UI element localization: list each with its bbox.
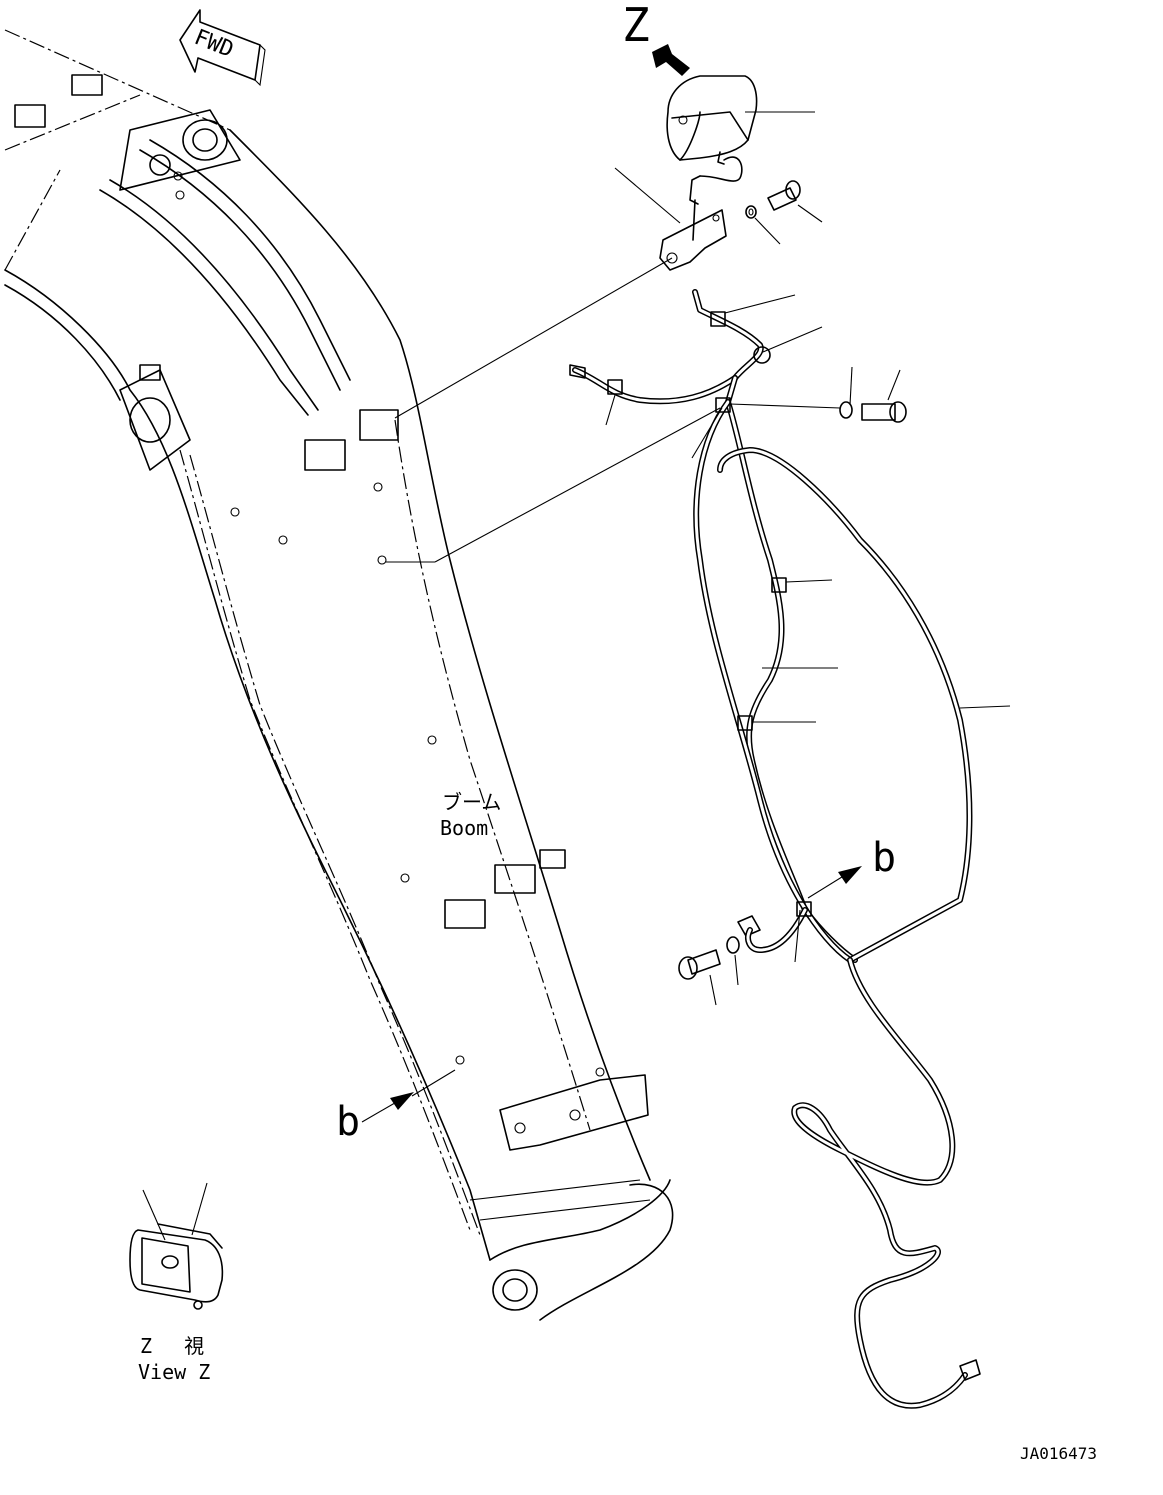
z-view-marker: Z — [622, 0, 650, 52]
boom-label-en: Boom — [440, 816, 489, 840]
view-z-arrow-icon — [652, 44, 690, 76]
boom-structure — [4, 29, 674, 1321]
section-b-marker-left: b — [336, 1099, 361, 1145]
fwd-arrow-icon — [179, 9, 266, 87]
lamp-bracket — [659, 175, 727, 271]
section-b-marker-right: b — [872, 835, 897, 881]
boom-label-jp: ブーム — [442, 790, 502, 814]
bolt-top — [745, 180, 801, 219]
wiring-harness — [569, 289, 981, 1409]
view-z-title-en: View Z — [138, 1360, 211, 1384]
view-z-title-jp: Z 視 — [140, 1334, 215, 1358]
view-z-lamp — [129, 1223, 224, 1310]
bolt-lower — [678, 915, 761, 980]
drawing-id: JA016473 — [1020, 1444, 1098, 1463]
work-lamp — [666, 75, 758, 182]
leader-lines — [142, 111, 1011, 1241]
bolt-right — [839, 401, 907, 423]
